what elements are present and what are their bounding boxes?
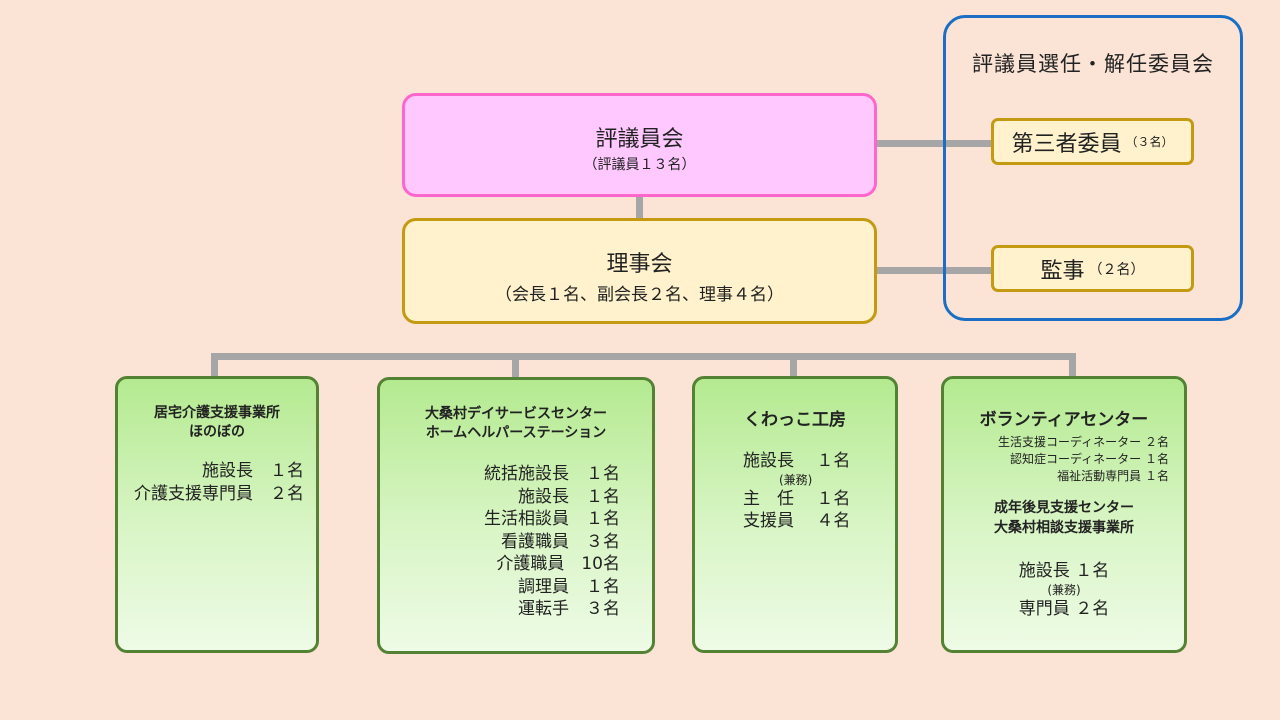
staff-line: 看護職員 ３名 (501, 531, 620, 552)
staff-line: 介護職員 10名 (496, 554, 620, 574)
unit-day-service-center: 大桑村デイサービスセンター ホームヘルパーステーション 統括施設長 １名 施設長… (377, 377, 655, 654)
staff-line: 運転手 ３名 (518, 599, 620, 619)
staff-line: 施設長 １名 (518, 486, 620, 507)
staff-line: 福祉活動専門員 １名 (1057, 469, 1169, 483)
connector-bus (211, 353, 1076, 360)
council-box: 評議員会 （評議員１３名） (402, 93, 877, 197)
staff-line: 認知症コーディネーター １名 (1010, 452, 1169, 466)
third-party-committee-box: 第三者委員 （３名） (991, 118, 1194, 165)
staff-line: 生活相談員 １名 (484, 509, 620, 529)
staff-line: 介護支援専門員 ２名 (134, 484, 304, 504)
staff-line: 統括施設長 １名 (484, 464, 620, 484)
third-party-count: （３名） (1125, 135, 1174, 149)
unit-subtitle-line: 大桑村相談支援事業所 (994, 520, 1134, 536)
staff-line: 主 任 １名 (743, 489, 851, 509)
council-label: 評議員会 (595, 127, 684, 152)
auditor-box: 監事 （２名） (991, 245, 1194, 292)
third-party-label: 第三者委員 (1011, 131, 1122, 157)
connector-council-third (877, 140, 991, 147)
staff-line: 施設長 １名 (743, 451, 851, 471)
staff-line: 生活支援コーディネーター ２名 (998, 435, 1169, 449)
unit-title-line: ほのぼの (189, 424, 245, 440)
unit-title-line: ホームヘルパーステーション (425, 425, 607, 441)
staff-line: 支援員 ４名 (743, 511, 851, 531)
unit-care-support-office: 居宅介護支援事業所 ほのぼの 施設長 １名 介護支援専門員 ２名 (115, 376, 319, 653)
board-box: 理事会 （会長１名、副会長２名、理事４名） (402, 218, 877, 324)
selection-committee-frame (943, 15, 1243, 321)
connector-drop-1 (211, 353, 218, 376)
staff-note: (兼務) (1047, 583, 1081, 597)
connector-drop-2 (512, 353, 519, 377)
connector-council-board (636, 197, 643, 218)
unit-title-line: ボランティアセンター (979, 410, 1149, 430)
unit-title-line: 居宅介護支援事業所 (154, 405, 280, 421)
staff-note: (兼務) (779, 473, 813, 487)
unit-subtitle-line: 成年後見支援センター (994, 500, 1134, 516)
board-label: 理事会 (606, 252, 673, 277)
council-count: （評議員１３名） (583, 157, 696, 173)
board-count: （会長１名、副会長２名、理事４名） (495, 285, 784, 305)
staff-line: 施設長 １名 (202, 461, 304, 481)
unit-volunteer-center: ボランティアセンター 生活支援コーディネーター ２名 認知症コーディネーター １… (941, 376, 1187, 653)
unit-title-line: 大桑村デイサービスセンター (425, 406, 607, 422)
auditor-count: （２名） (1088, 261, 1145, 278)
staff-line: 調理員 １名 (518, 576, 620, 597)
auditor-label: 監事 (1040, 258, 1085, 284)
connector-drop-3 (790, 353, 797, 376)
staff-line: 専門員 ２名 (1018, 599, 1110, 619)
unit-title-line: くわっこ工房 (744, 410, 846, 430)
connector-board-auditor (877, 267, 991, 274)
staff-line: 施設長 １名 (1018, 561, 1110, 581)
connector-drop-4 (1069, 353, 1076, 376)
unit-kuwakko-workshop: くわっこ工房 施設長 １名 (兼務) 主 任 １名 支援員 ４名 (692, 376, 898, 653)
selection-committee-title: 評議員選任・解任委員会 (972, 52, 1214, 76)
